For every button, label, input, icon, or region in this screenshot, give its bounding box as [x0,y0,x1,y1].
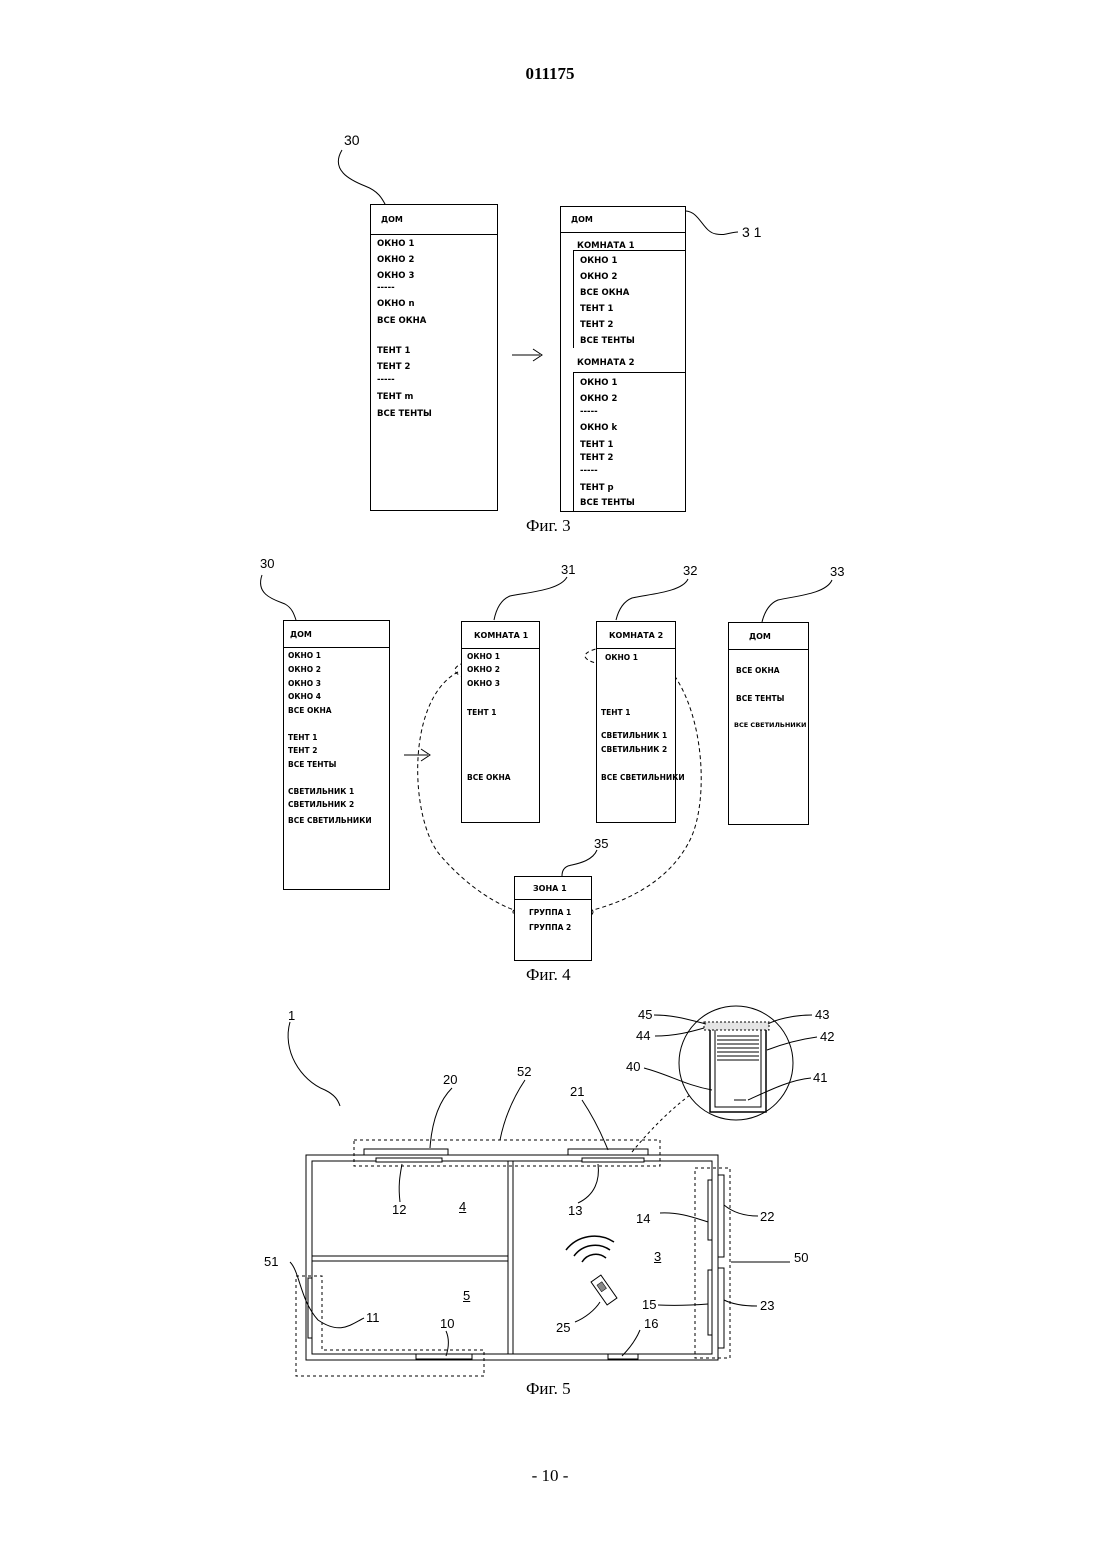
ref-22: 22 [760,1209,774,1224]
ref-13: 13 [568,1203,582,1218]
room-label-4: 4 [459,1199,466,1214]
ref-21: 21 [570,1084,584,1099]
ref-23: 23 [760,1298,774,1313]
ref-16: 16 [644,1316,658,1331]
room-label-3: 3 [654,1249,661,1264]
ref-1: 1 [288,1008,295,1023]
ref-52: 52 [517,1064,531,1079]
figure-5-floor-plan [0,0,1100,1400]
ref-12: 12 [392,1202,406,1217]
ref-42: 42 [820,1029,834,1044]
ref-51: 51 [264,1254,278,1269]
ref-50: 50 [794,1250,808,1265]
figure-5-caption: Фиг. 5 [526,1379,571,1399]
ref-43: 43 [815,1007,829,1022]
room-label-5: 5 [463,1288,470,1303]
ref-40: 40 [626,1059,640,1074]
page-number: - 10 - [0,1466,1100,1486]
ref-14: 14 [636,1211,650,1226]
ref-10: 10 [440,1316,454,1331]
ref-20: 20 [443,1072,457,1087]
ref-44: 44 [636,1028,650,1043]
ref-41: 41 [813,1070,827,1085]
ref-11: 11 [366,1310,380,1325]
ref-45: 45 [638,1007,652,1022]
ref-25: 25 [556,1320,570,1335]
ref-15: 15 [642,1297,656,1312]
